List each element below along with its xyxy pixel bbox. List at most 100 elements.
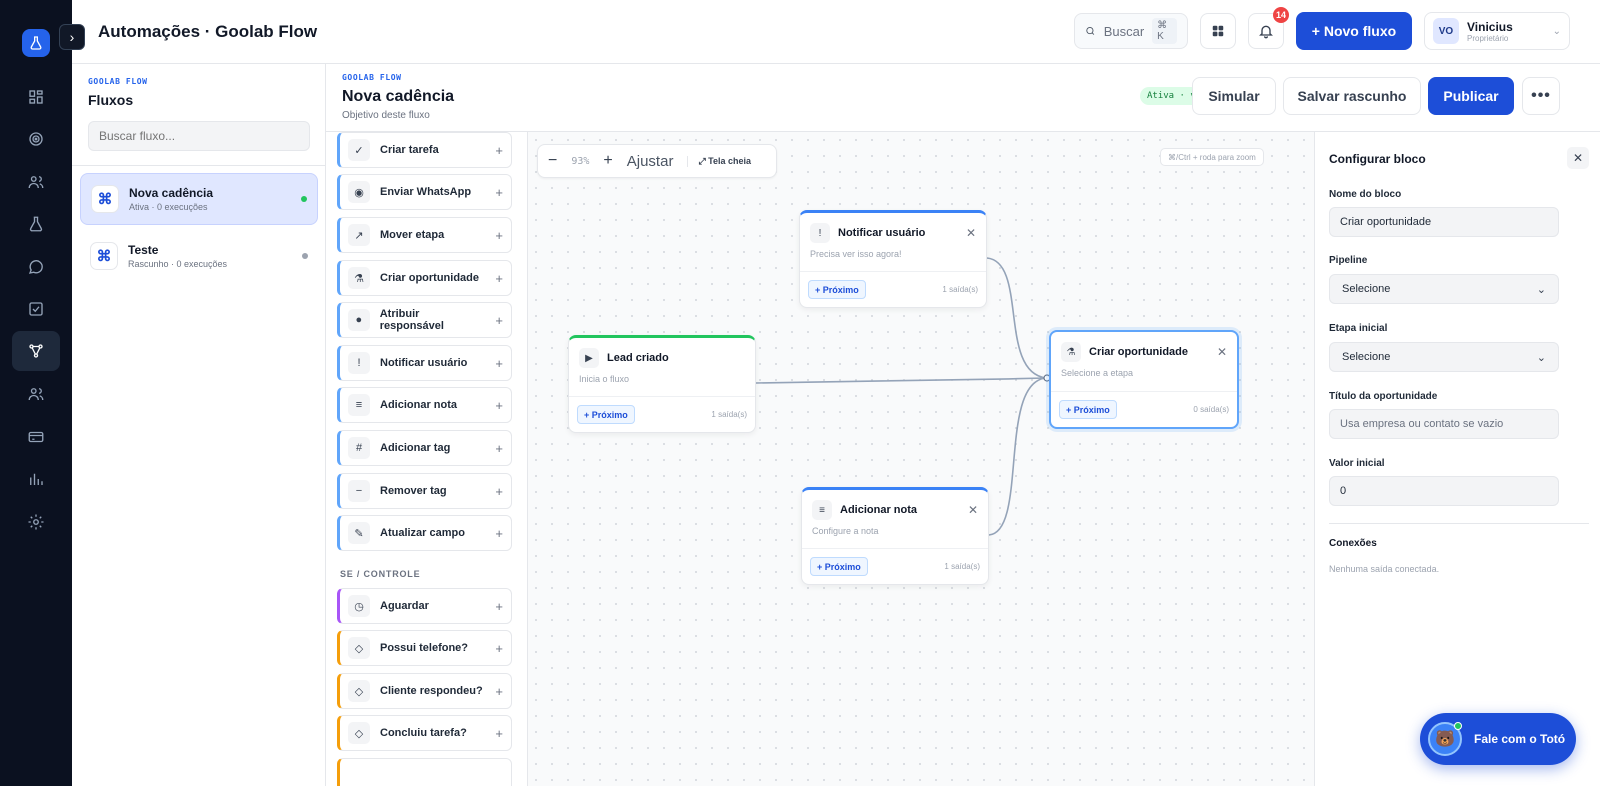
node-outputs: 0 saída(s) bbox=[1193, 405, 1229, 414]
palette-item-atualizar-campo[interactable]: ✎Atualizar campo+ bbox=[337, 515, 512, 551]
automation-flow-icon[interactable] bbox=[12, 331, 60, 371]
user-dot-icon: ● bbox=[348, 309, 370, 331]
global-search-button[interactable]: Buscar ⌘ K bbox=[1074, 13, 1188, 49]
connection-notify-to-opportunity[interactable] bbox=[986, 257, 1047, 379]
flow-objective[interactable]: Objetivo deste fluxo bbox=[342, 110, 430, 121]
palette-item-mover-etapa[interactable]: ↗Mover etapa+ bbox=[337, 217, 512, 253]
sidebar-toggle-chevron-icon[interactable]: › bbox=[59, 24, 85, 50]
add-next-button[interactable]: + Próximo bbox=[808, 280, 866, 299]
pipeline-select[interactable]: Selecione⌄ bbox=[1329, 274, 1559, 304]
plus-icon[interactable]: + bbox=[495, 640, 503, 656]
add-next-button[interactable]: + Próximo bbox=[1059, 400, 1117, 419]
close-icon[interactable]: ✕ bbox=[967, 503, 978, 517]
plus-icon[interactable]: + bbox=[495, 725, 503, 741]
palette-item-remover-tag[interactable]: −Remover tag+ bbox=[337, 473, 512, 509]
plus-icon[interactable]: + bbox=[495, 270, 503, 286]
palette-item-concluiu-tarefa[interactable]: ◇Concluiu tarefa?+ bbox=[337, 715, 512, 751]
blocks-palette: ✓Criar tarefa+ ◉Enviar WhatsApp+ ↗Mover … bbox=[326, 132, 528, 786]
palette-item-possui-telefone[interactable]: ◇Possui telefone?+ bbox=[337, 630, 512, 666]
connection-note-to-opportunity[interactable] bbox=[988, 377, 1047, 536]
search-label: Buscar bbox=[1103, 23, 1145, 39]
node-description: Precisa ver isso agora! bbox=[810, 249, 902, 259]
target-icon[interactable] bbox=[12, 119, 60, 159]
palette-item-cliente-respondeu[interactable]: ◇ Cliente respondeu? + bbox=[337, 673, 512, 709]
plus-icon[interactable]: + bbox=[495, 184, 503, 200]
avatar: VO bbox=[1433, 18, 1459, 44]
reports-chart-icon[interactable] bbox=[12, 459, 60, 499]
plus-icon[interactable]: + bbox=[495, 312, 503, 328]
editor-header: GOOLAB FLOW Nova cadência Objetivo deste… bbox=[326, 64, 1600, 132]
billing-card-icon[interactable] bbox=[12, 417, 60, 457]
more-options-icon[interactable]: ••• bbox=[1522, 77, 1560, 115]
plus-icon[interactable]: + bbox=[495, 227, 503, 243]
publish-button[interactable]: Publicar bbox=[1428, 77, 1514, 115]
stage-select[interactable]: Selecione⌄ bbox=[1329, 342, 1559, 372]
new-flow-button[interactable]: + Novo fluxo bbox=[1296, 12, 1412, 50]
user-menu[interactable]: VO Vinicius Proprietário ⌄ bbox=[1424, 12, 1570, 50]
plus-icon[interactable]: + bbox=[495, 525, 503, 541]
apps-grid-button[interactable] bbox=[1200, 13, 1236, 49]
editor-eyebrow: GOOLAB FLOW bbox=[342, 73, 402, 82]
add-next-button[interactable]: + Próximo bbox=[577, 405, 635, 424]
plus-icon[interactable]: + bbox=[495, 598, 503, 614]
flow-item-nova-cadencia[interactable]: ⌘ Nova cadência Ativa · 0 execuções bbox=[80, 173, 318, 225]
plus-icon[interactable]: + bbox=[495, 440, 503, 456]
block-name-input[interactable] bbox=[1329, 207, 1559, 237]
zoom-out-button[interactable]: − bbox=[548, 152, 558, 169]
plus-icon[interactable]: + bbox=[495, 142, 503, 158]
chat-icon[interactable] bbox=[12, 247, 60, 287]
node-criar-oportunidade[interactable]: ⚗Criar oportunidade✕ Selecione a etapa +… bbox=[1049, 330, 1239, 429]
flask-logo-icon[interactable] bbox=[22, 29, 50, 57]
team-icon[interactable] bbox=[12, 374, 60, 414]
block-label: Cliente respondeu? bbox=[380, 685, 483, 697]
block-label: Aguardar bbox=[380, 600, 429, 612]
initial-value-input[interactable] bbox=[1329, 476, 1559, 506]
palette-item-criar-tarefa[interactable]: ✓Criar tarefa+ bbox=[337, 132, 512, 168]
close-icon[interactable]: ✕ bbox=[1567, 147, 1589, 169]
save-draft-button[interactable]: Salvar rascunho bbox=[1283, 77, 1421, 115]
hash-icon: # bbox=[348, 437, 370, 459]
block-name-label: Nome do bloco bbox=[1329, 189, 1402, 200]
fullscreen-button[interactable]: ⤢ Tela cheia bbox=[687, 155, 751, 167]
plus-icon[interactable]: + bbox=[495, 397, 503, 413]
support-chat-button[interactable]: 🐻 Fale com o Totó bbox=[1420, 713, 1576, 765]
palette-item-enviar-whatsapp[interactable]: ◉Enviar WhatsApp+ bbox=[337, 174, 512, 210]
plus-icon[interactable]: + bbox=[495, 355, 503, 371]
task-check-icon[interactable] bbox=[12, 289, 60, 329]
opportunity-title-label: Título da oportunidade bbox=[1329, 391, 1438, 402]
palette-item-aguardar[interactable]: ◷Aguardar+ bbox=[337, 588, 512, 624]
node-adicionar-nota[interactable]: ≡Adicionar nota✕ Configure a nota + Próx… bbox=[801, 487, 989, 585]
zoom-in-button[interactable]: + bbox=[603, 152, 613, 169]
dashboard-icon[interactable] bbox=[12, 77, 60, 117]
flow-canvas[interactable]: − 93% + Ajustar ⤢ Tela cheia ⌘/Ctrl + ro… bbox=[528, 132, 1314, 786]
palette-item-adicionar-nota[interactable]: ≡Adicionar nota+ bbox=[337, 387, 512, 423]
node-outputs: 1 saída(s) bbox=[944, 562, 980, 571]
palette-item-criar-oportunidade[interactable]: ⚗Criar oportunidade+ bbox=[337, 260, 512, 296]
palette-item-atribuir-responsavel[interactable]: ●Atribuir responsável+ bbox=[337, 302, 512, 338]
plus-icon[interactable]: + bbox=[495, 483, 503, 499]
plus-icon[interactable]: + bbox=[495, 683, 503, 699]
settings-gear-icon[interactable] bbox=[12, 502, 60, 542]
opportunity-title-input[interactable] bbox=[1329, 409, 1559, 439]
flow-search-input[interactable] bbox=[88, 121, 310, 151]
add-next-button[interactable]: + Próximo bbox=[810, 557, 868, 576]
flow-item-teste[interactable]: ⌘ Teste Rascunho · 0 execuções bbox=[80, 230, 318, 282]
close-icon[interactable]: ✕ bbox=[965, 226, 976, 240]
node-notificar-usuario[interactable]: !Notificar usuário✕ Precisa ver isso ago… bbox=[799, 210, 987, 308]
stage-label: Etapa inicial bbox=[1329, 323, 1388, 334]
fit-button[interactable]: Ajustar bbox=[626, 152, 674, 170]
search-icon bbox=[1086, 26, 1095, 35]
online-indicator bbox=[1454, 722, 1462, 730]
diamond-icon: ◇ bbox=[348, 680, 370, 702]
simulate-button[interactable]: Simular bbox=[1192, 77, 1276, 115]
notifications-button[interactable]: 14 bbox=[1248, 7, 1289, 49]
palette-item-adicionar-tag[interactable]: #Adicionar tag+ bbox=[337, 430, 512, 466]
flask-icon[interactable] bbox=[12, 204, 60, 244]
palette-item-notificar-usuario[interactable]: !Notificar usuário+ bbox=[337, 345, 512, 381]
contacts-icon[interactable] bbox=[12, 162, 60, 202]
connection-lead-to-opportunity[interactable] bbox=[755, 377, 1047, 384]
palette-item-partial[interactable] bbox=[337, 758, 512, 786]
bear-avatar-icon: 🐻 bbox=[1428, 722, 1462, 756]
close-icon[interactable]: ✕ bbox=[1216, 345, 1227, 359]
